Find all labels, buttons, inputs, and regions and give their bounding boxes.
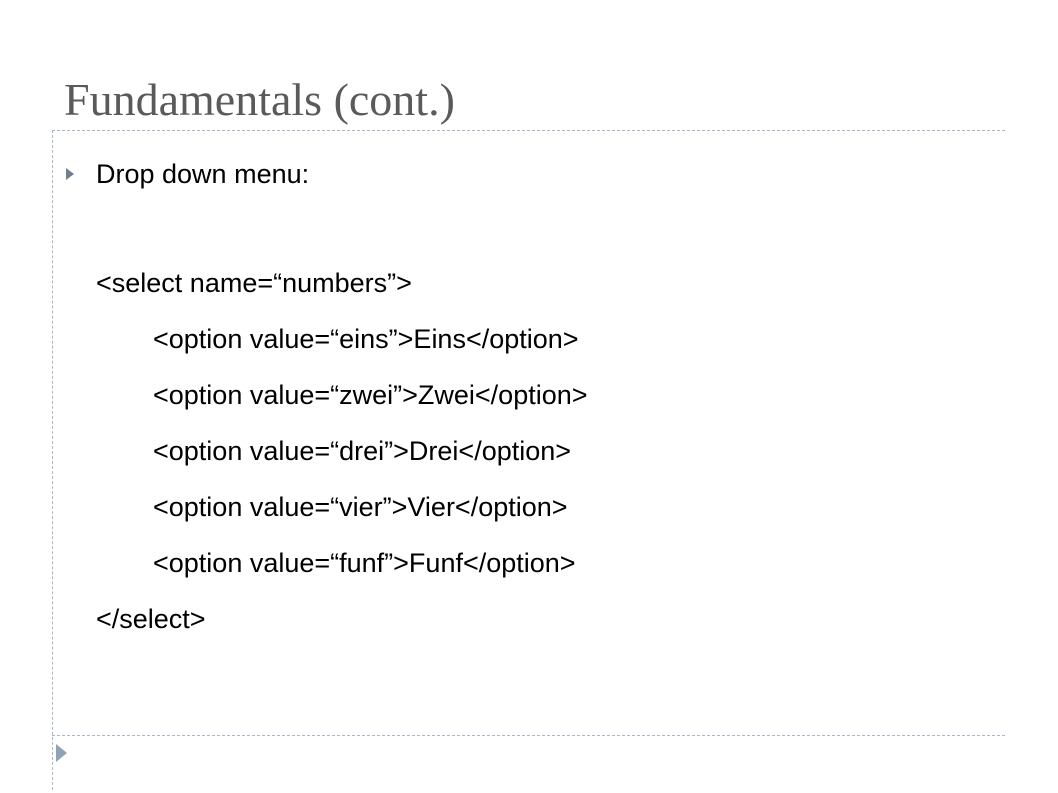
code-line-select-close: </select> bbox=[96, 604, 206, 634]
code-line-select-open: <select name=“numbers”> bbox=[96, 268, 412, 298]
footer-divider bbox=[52, 735, 1005, 736]
code-line-option-funf: <option value=“funf”>Funf</option> bbox=[153, 548, 576, 578]
code-line-option-vier: <option value=“vier”>Vier</option> bbox=[153, 492, 568, 522]
triangle-marker-icon bbox=[56, 744, 67, 762]
slide-title: Fundamentals (cont.) bbox=[64, 74, 455, 125]
triangle-bullet-icon bbox=[66, 168, 74, 180]
left-border-line bbox=[52, 130, 53, 790]
code-line-option-eins: <option value=“eins”>Eins</option> bbox=[153, 324, 579, 354]
bullet-item: Drop down menu: bbox=[66, 150, 309, 198]
code-line-option-drei: <option value=“drei”>Drei</option> bbox=[153, 436, 572, 466]
code-line-option-zwei: <option value=“zwei”>Zwei</option> bbox=[153, 380, 588, 410]
bullet-text: Drop down menu: bbox=[96, 159, 310, 189]
title-divider bbox=[52, 130, 1005, 131]
